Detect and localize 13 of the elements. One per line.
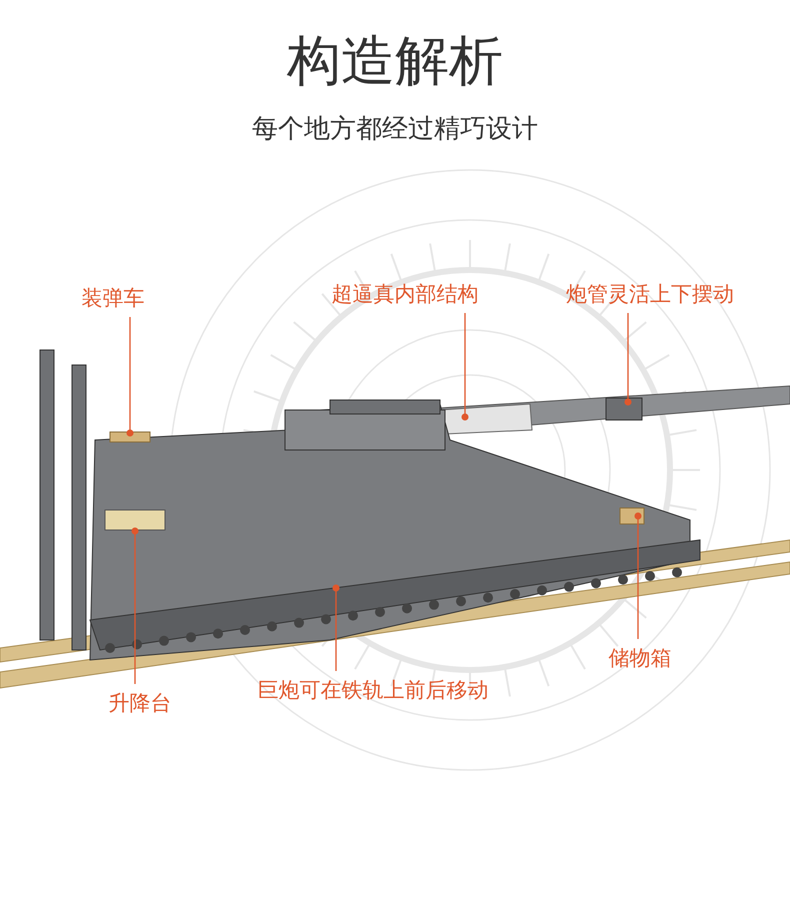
leader-line xyxy=(634,512,642,639)
callout-label: 炮管灵活上下摆动 xyxy=(566,281,734,307)
callout-label: 升降台 xyxy=(108,690,172,716)
callout-label: 储物箱 xyxy=(608,645,672,671)
callout-label: 装弹车 xyxy=(82,285,144,311)
leader-line xyxy=(462,313,468,420)
page-title: 构造解析 xyxy=(286,28,504,94)
callout-label: 巨炮可在铁轨上前后移动 xyxy=(258,677,488,703)
leader-line xyxy=(126,317,134,436)
callout-label: 超逼真内部结构 xyxy=(332,281,478,307)
leader-line xyxy=(624,313,632,406)
subtitle: 每个地方都经过精巧设计 xyxy=(251,113,539,146)
leader-line xyxy=(332,584,340,671)
